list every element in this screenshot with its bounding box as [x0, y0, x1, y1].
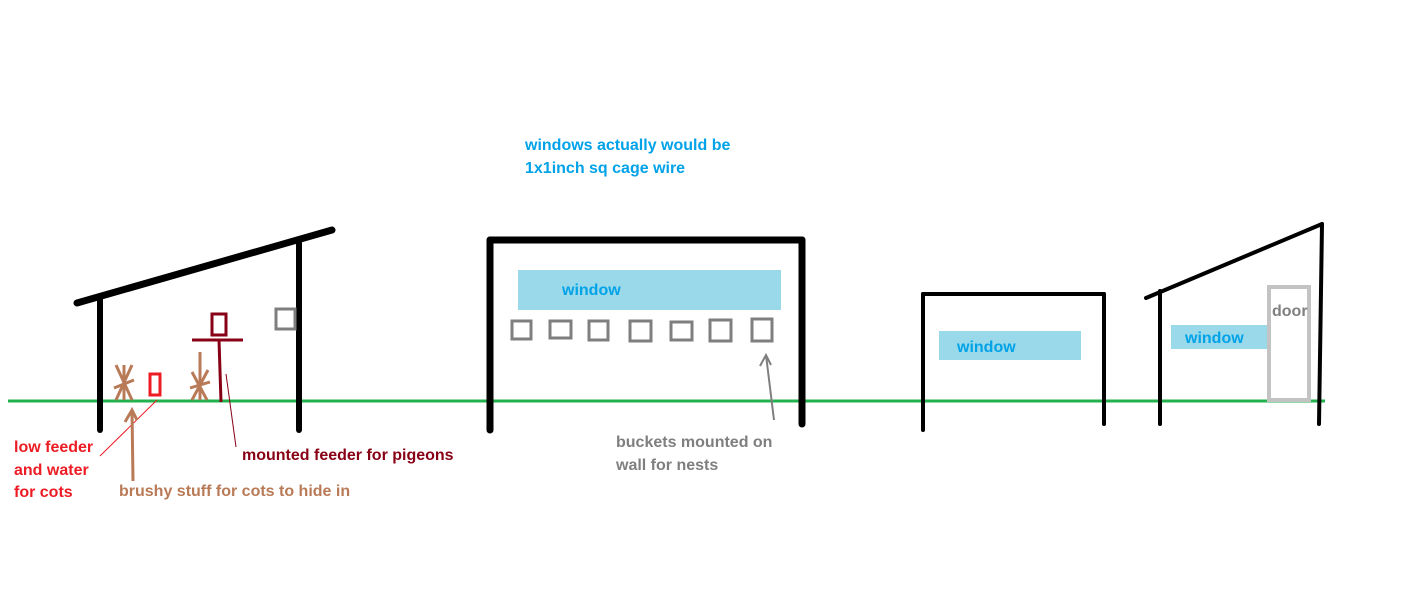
shed-with-door [1144, 222, 1324, 426]
pointer-low-feeder [99, 399, 158, 457]
low-feeder-label-1: low feeder [14, 439, 93, 456]
arrow-brushy [123, 406, 139, 482]
pointer-mounted-feeder [225, 373, 237, 448]
low-feeder-label-3: for cots [14, 484, 73, 501]
window-label: window [1184, 330, 1244, 347]
window-label: window [561, 282, 621, 299]
lean-to-shelter [73, 226, 336, 433]
door [1267, 285, 1311, 402]
main-aviary [486, 236, 806, 434]
note-line-2: 1x1inch sq cage wire [525, 160, 685, 177]
mounted-feeder-label: mounted feeder for pigeons [242, 447, 454, 464]
door-label: door [1272, 303, 1308, 320]
window-label: window [956, 339, 1016, 356]
small-aviary [921, 292, 1106, 432]
buckets-label-2: wall for nests [615, 457, 718, 474]
mounted-feeder-icon [192, 312, 243, 403]
note-line-1: windows actually would be [524, 137, 730, 154]
window [939, 331, 1081, 360]
brush-icon [113, 364, 135, 401]
low-feeder-icon [148, 372, 162, 397]
bucket-nests [510, 317, 774, 343]
low-feeder-label-2: and water [14, 462, 89, 479]
window [518, 270, 781, 310]
window [1171, 325, 1269, 349]
brushy-label: brushy stuff for cots to hide in [119, 483, 350, 500]
arrow-buckets [759, 352, 775, 421]
buckets-label-1: buckets mounted on [616, 434, 772, 451]
bucket-nest [274, 307, 297, 331]
brush-icon [189, 352, 211, 401]
